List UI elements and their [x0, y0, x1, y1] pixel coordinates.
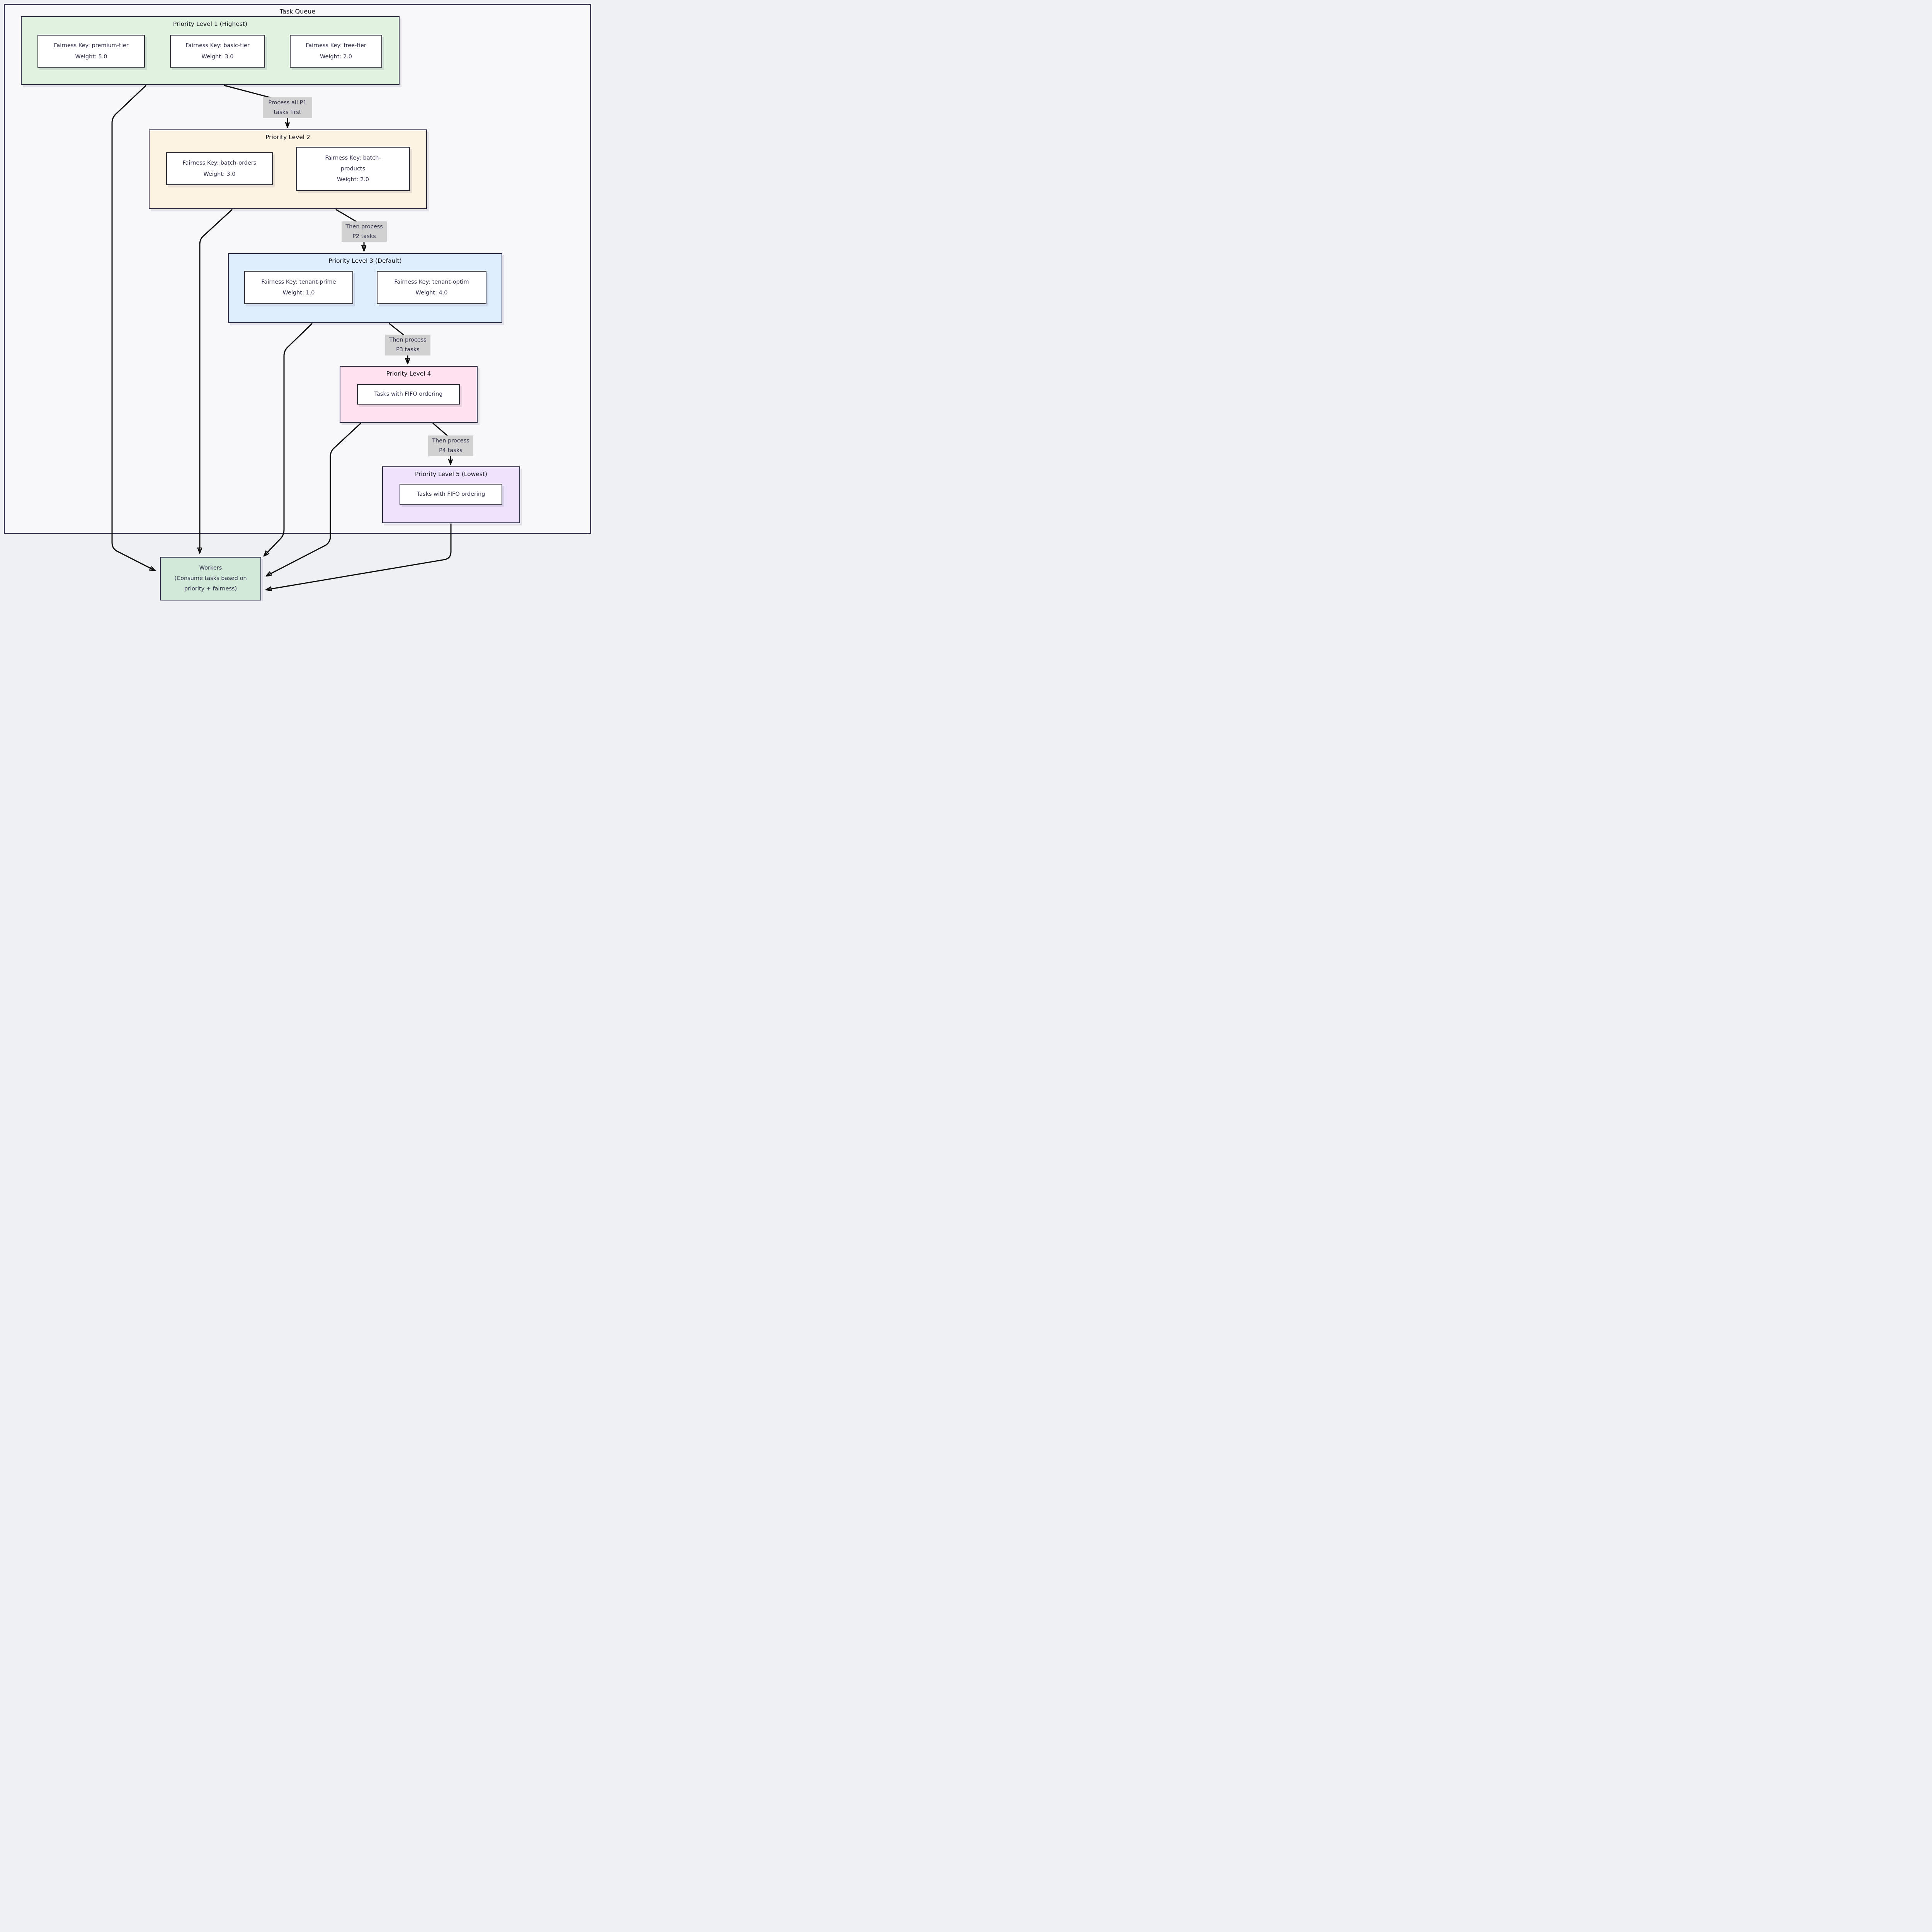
- fairness-key-tenant-optim-box: Fairness Key: tenant-optim Weight: 4.0: [377, 271, 486, 304]
- fairness-key-label: Fairness Key: tenant-optim: [394, 279, 469, 285]
- edge-label-line: Then process: [389, 337, 427, 344]
- edge-label-line: P4 tasks: [439, 447, 463, 454]
- workers-subtitle-line1: (Consume tasks based on: [174, 575, 247, 582]
- fairness-key-basic-tier-box: Fairness Key: basic-tier Weight: 3.0: [170, 35, 265, 68]
- workers-subtitle-line2: priority + fairness): [184, 585, 237, 592]
- edge-label-line: tasks first: [274, 109, 301, 116]
- weight-label: Weight: 2.0: [320, 53, 352, 60]
- fairness-key-batch-products-box: Fairness Key: batch- products Weight: 2.…: [296, 147, 410, 191]
- fairness-key-premium-tier-box: Fairness Key: premium-tier Weight: 5.0: [37, 35, 145, 68]
- weight-label: Weight: 3.0: [201, 53, 234, 60]
- fairness-key-label: Fairness Key: basic-tier: [185, 43, 250, 49]
- fairness-key-label-cont: products: [340, 165, 366, 172]
- edge-label-line: Then process: [345, 223, 383, 230]
- fifo-ordering-box-p4: Tasks with FIFO ordering: [357, 384, 460, 405]
- edge-label-p1-p2: Process all P1 tasks first: [263, 97, 312, 118]
- edge-label-line: P3 tasks: [396, 347, 420, 353]
- fairness-key-label: Fairness Key: premium-tier: [54, 43, 129, 49]
- priority-level-2-title: Priority Level 2: [265, 134, 310, 141]
- fifo-label: Tasks with FIFO ordering: [417, 491, 485, 497]
- fairness-key-free-tier-box: Fairness Key: free-tier Weight: 2.0: [290, 35, 382, 68]
- fifo-label: Tasks with FIFO ordering: [374, 391, 443, 398]
- fairness-key-batch-orders-box: Fairness Key: batch-orders Weight: 3.0: [166, 152, 273, 185]
- weight-label: Weight: 1.0: [282, 290, 315, 296]
- priority-level-4-title: Priority Level 4: [386, 370, 431, 377]
- edge-label-p3-p4: Then process P3 tasks: [385, 335, 430, 355]
- weight-label: Weight: 3.0: [203, 171, 236, 177]
- weight-label: Weight: 5.0: [75, 53, 107, 60]
- task-queue-title: Task Queue: [279, 8, 316, 15]
- fairness-key-label: Fairness Key: free-tier: [306, 43, 366, 49]
- fifo-ordering-box-p5: Tasks with FIFO ordering: [400, 484, 502, 505]
- fairness-key-label: Fairness Key: batch-: [325, 155, 381, 161]
- fairness-key-tenant-prime-box: Fairness Key: tenant-prime Weight: 1.0: [244, 271, 353, 304]
- priority-level-5-title: Priority Level 5 (Lowest): [415, 471, 488, 478]
- edge-label-p2-p3: Then process P2 tasks: [342, 221, 387, 242]
- fairness-key-label: Fairness Key: tenant-prime: [261, 279, 336, 285]
- edge-label-p4-p5: Then process P4 tasks: [428, 435, 473, 456]
- weight-label: Weight: 2.0: [337, 177, 369, 183]
- priority-level-3-title: Priority Level 3 (Default): [328, 257, 402, 264]
- edge-label-line: Then process: [432, 438, 469, 444]
- workers-box: Workers (Consume tasks based on priority…: [160, 557, 261, 600]
- diagram-stage: Task Queue Priority Level 1 (Highest) Fa…: [0, 0, 596, 601]
- fairness-key-label: Fairness Key: batch-orders: [182, 160, 257, 167]
- weight-label: Weight: 4.0: [415, 290, 448, 296]
- edge-label-line: Process all P1: [268, 100, 307, 106]
- priority-level-1-title: Priority Level 1 (Highest): [173, 20, 248, 27]
- edge-label-line: P2 tasks: [352, 233, 376, 240]
- workers-title: Workers: [199, 565, 222, 571]
